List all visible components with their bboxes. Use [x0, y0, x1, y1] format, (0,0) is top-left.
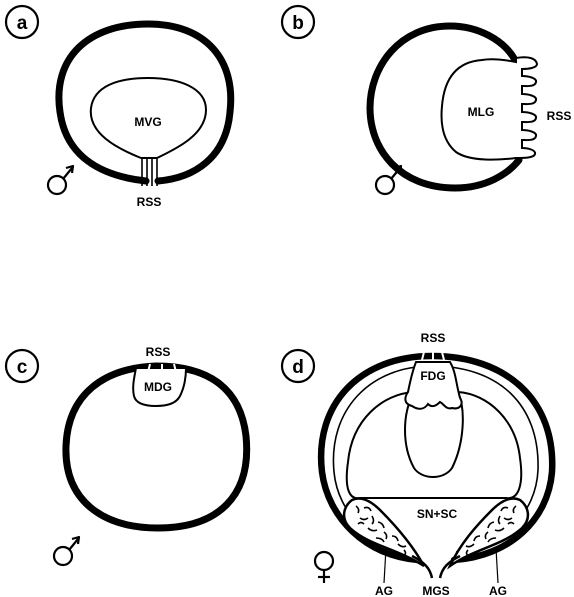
panel-a-male-icon [48, 166, 73, 194]
panel-d-letter: d [292, 357, 304, 378]
panel-d-label-fdg: FDG [420, 369, 445, 383]
panel-a-label-rss: RSS [137, 195, 162, 209]
panel-c-label-mdg: MDG [144, 380, 172, 394]
panel-a: a MVG RSS [6, 6, 231, 209]
panel-d-leader-ag-right [496, 548, 498, 583]
panel-d-mgs-orifice [412, 556, 460, 578]
panel-d-label-mgs: MGS [422, 584, 449, 597]
panel-d-sac-cavity [347, 392, 521, 498]
panel-d-label-ag-right: AG [489, 584, 507, 597]
panel-d-label-rss: RSS [421, 331, 446, 345]
panel-d: d RSS FDG SN+SC [282, 331, 552, 597]
panel-d-label-ag-left: AG [375, 584, 393, 597]
panel-c-letter-badge: c [6, 350, 38, 382]
panel-b-label-mlg: MLG [468, 105, 495, 119]
panel-b-letter: b [292, 13, 304, 34]
panel-a-letter: a [17, 13, 28, 34]
panel-a-letter-badge: a [6, 6, 38, 38]
panel-d-label-sn-sc: SN+SC [417, 507, 458, 521]
panel-b-letter-badge: b [282, 6, 314, 38]
panel-b-male-icon [376, 166, 401, 194]
panel-c-male-icon [54, 537, 79, 565]
panel-d-female-icon [315, 552, 333, 583]
panel-d-letter-badge: d [282, 350, 314, 382]
panel-c-letter: c [17, 357, 28, 378]
panel-b: b MLG RSS [282, 6, 571, 194]
panel-c: c RSS MDG [6, 345, 247, 565]
panel-d-accessory-gland-left [344, 498, 424, 566]
panel-a-label-mvg: MVG [134, 115, 161, 129]
panel-b-label-rss: RSS [547, 109, 572, 123]
panel-c-label-rss: RSS [146, 345, 171, 359]
